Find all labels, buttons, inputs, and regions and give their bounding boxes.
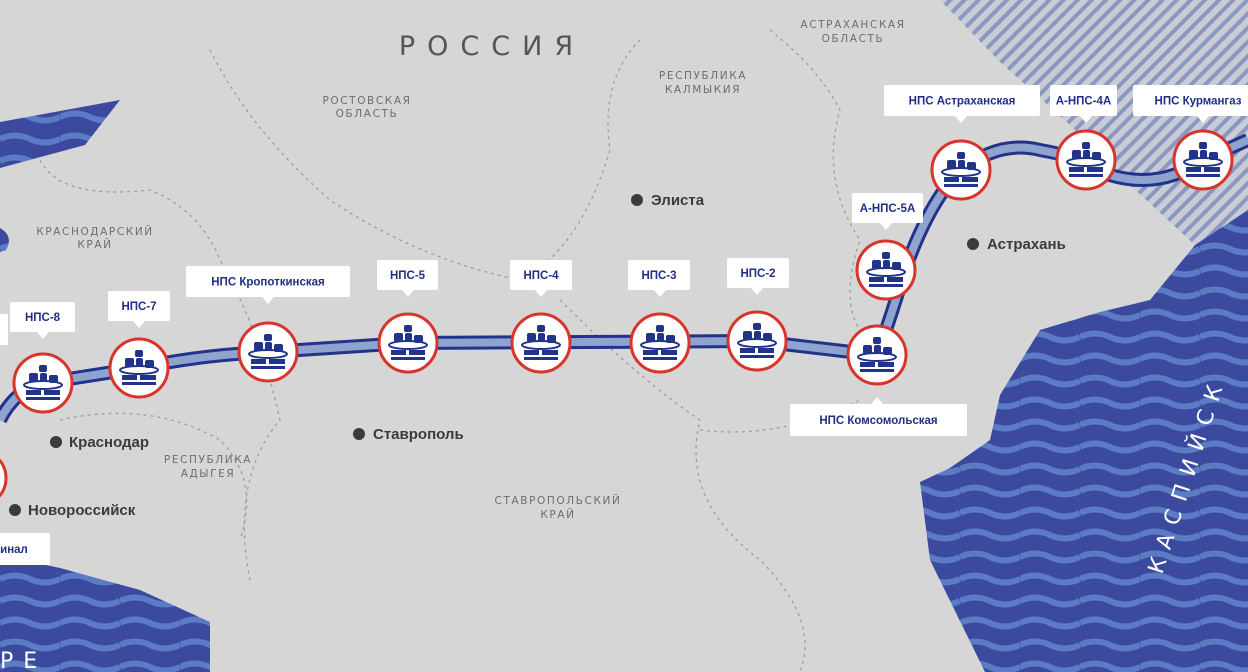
station-marker[interactable]: [855, 239, 917, 301]
station-label-pointer: [262, 297, 274, 304]
country-label: РОССИЯ: [399, 31, 585, 62]
station-marker[interactable]: [726, 310, 788, 372]
station-label: НПС Комсомольская: [819, 415, 937, 427]
station-9[interactable]: А-НПС-5А: [852, 193, 923, 301]
station-label: НПС-7: [121, 301, 156, 313]
station-5[interactable]: НПС-4: [510, 260, 572, 374]
station-label-pointer: [880, 223, 892, 230]
svg-text:Краснодар: Краснодар: [69, 434, 149, 451]
region-stavropol-2: КРАЙ: [540, 508, 575, 521]
azov-sea: [0, 100, 120, 168]
station-marker-partial[interactable]: [0, 450, 8, 506]
station-label-box: [884, 85, 1040, 116]
station-marker[interactable]: [108, 337, 170, 399]
station-label-pointer: [1197, 116, 1209, 123]
region-krasnodar-2: КРАЙ: [77, 238, 112, 251]
station-marker[interactable]: [1055, 129, 1117, 191]
station-label-box: [727, 258, 789, 288]
station-3[interactable]: НПС Кропоткинская: [186, 266, 350, 383]
region-krasnodar: КРАСНОДАРСКИЙ: [36, 225, 153, 238]
region-kalmykia: РЕСПУБЛИКА: [659, 70, 747, 82]
station-label-box: [108, 291, 170, 321]
station-label-partial: [0, 314, 8, 345]
station-6[interactable]: НПС-3: [628, 260, 691, 374]
station-label-box: [10, 302, 75, 332]
station-label: НПС Курмангаз: [1155, 96, 1242, 108]
station-label-box: [510, 260, 572, 290]
station-marker[interactable]: [930, 139, 992, 201]
region-adygea: РЕСПУБЛИКА: [164, 454, 252, 466]
station-label: НПС-3: [641, 270, 676, 282]
station-label-box: [628, 260, 690, 290]
svg-text:инал: инал: [0, 544, 28, 556]
station-marker[interactable]: [629, 312, 691, 374]
region-astrakhan-2: ОБЛАСТЬ: [822, 33, 885, 45]
station-marker[interactable]: [1172, 129, 1234, 191]
station-label: А-НПС-4А: [1056, 96, 1112, 108]
black-sea: [0, 555, 210, 672]
station-label: А-НПС-5А: [860, 203, 916, 215]
city-krasnodar: Краснодар: [50, 434, 149, 451]
station-1[interactable]: НПС-8: [10, 302, 75, 414]
station-marker[interactable]: [237, 321, 299, 383]
station-4[interactable]: НПС-5: [377, 260, 439, 374]
caspian-sea: [920, 210, 1248, 672]
region-rostov-2: ОБЛАСТЬ: [336, 108, 399, 120]
svg-text:Элиста: Элиста: [651, 192, 705, 209]
region-kalmykia-2: КАЛМЫКИЯ: [665, 84, 741, 96]
station-11[interactable]: А-НПС-4А: [1050, 85, 1117, 191]
station-label-pointer: [1080, 116, 1092, 123]
station-label-pointer: [654, 290, 666, 297]
station-label: НПС-4: [523, 270, 559, 282]
region-rostov: РОСТОВСКАЯ: [322, 95, 411, 107]
station-label-pointer: [133, 321, 145, 328]
station-label-box: [852, 193, 923, 223]
station-label: НПС-8: [25, 312, 61, 324]
station-label: НПС Кропоткинская: [211, 277, 324, 289]
city-elista: Элиста: [631, 192, 705, 209]
region-astrakhan: АСТРАХАНСКАЯ: [800, 19, 905, 31]
station-8[interactable]: НПС Комсомольская: [790, 324, 967, 436]
station-label-pointer: [402, 290, 414, 297]
region-stavropol: СТАВРОПОЛЬСКИЙ: [495, 494, 622, 507]
station-label-pointer: [535, 290, 547, 297]
station-marker[interactable]: [510, 312, 572, 374]
station-marker[interactable]: [12, 352, 74, 414]
kazakhstan-area: [940, 0, 1248, 245]
city-novorossiysk: Новороссийск: [9, 502, 136, 519]
station-label-box: [790, 404, 967, 436]
station-label-pointer: [37, 332, 49, 339]
city-astrakhan: Астрахань: [967, 236, 1066, 253]
terminal-label: инал: [0, 533, 50, 565]
station-2[interactable]: НПС-7: [108, 291, 170, 399]
station-label: НПС-2: [740, 268, 775, 280]
svg-text:Ставрополь: Ставрополь: [373, 426, 464, 443]
station-marker[interactable]: [377, 312, 439, 374]
station-label-pointer: [871, 397, 883, 404]
station-label: НПС Астраханская: [909, 96, 1016, 108]
region-adygea-2: АДЫГЕЯ: [181, 468, 236, 480]
station-7[interactable]: НПС-2: [726, 258, 789, 372]
station-label-pointer: [955, 116, 967, 123]
svg-text:Новороссийск: Новороссийск: [28, 502, 136, 519]
station-label-box: [377, 260, 438, 290]
station-marker[interactable]: [846, 324, 908, 386]
station-10[interactable]: НПС Астраханская: [884, 85, 1040, 201]
station-label-box: [1133, 85, 1248, 116]
black-sea-label: РЕ: [0, 649, 47, 672]
azov-sea-part: [0, 228, 9, 252]
svg-text:Астрахань: Астрахань: [987, 236, 1066, 253]
station-label-pointer: [751, 288, 763, 295]
city-stavropol: Ставрополь: [353, 426, 464, 443]
station-label: НПС-5: [390, 270, 426, 282]
station-12[interactable]: НПС Курмангаз: [1133, 85, 1248, 191]
station-label-box: [186, 266, 350, 297]
station-label-box: [1050, 85, 1117, 116]
